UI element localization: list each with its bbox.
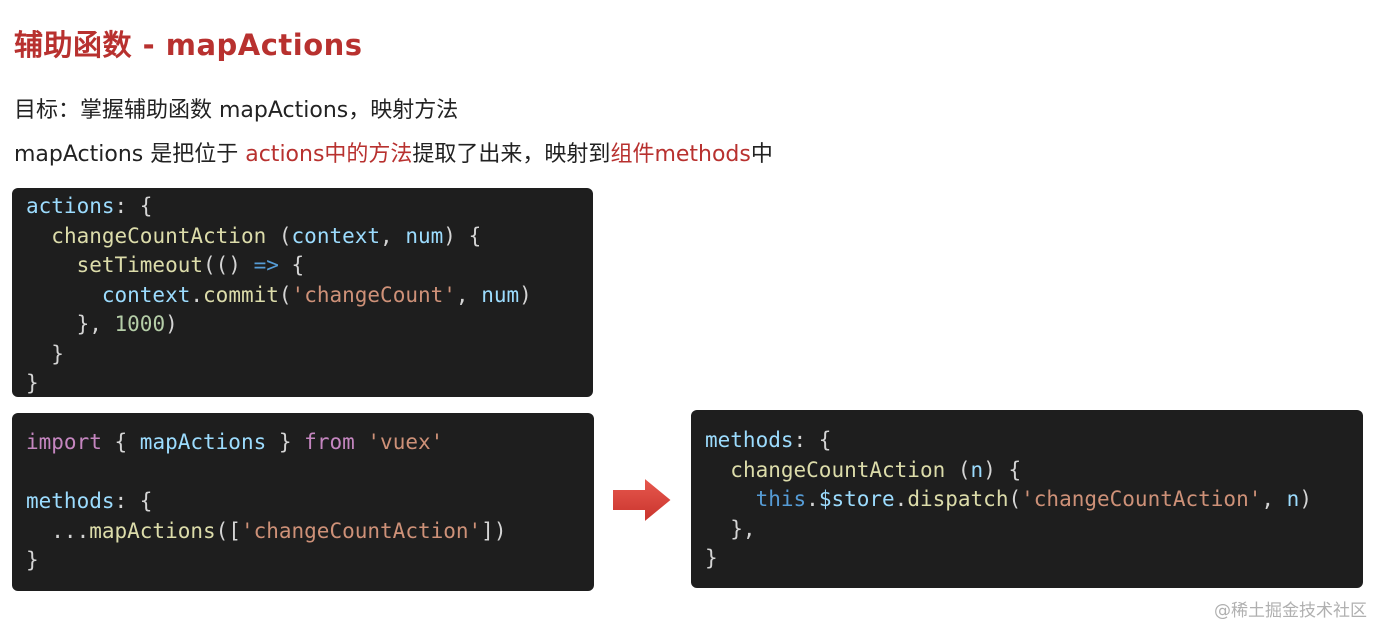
right-arrow-icon [611, 474, 674, 526]
code-token: ) [165, 312, 178, 336]
code-token: commit [203, 282, 279, 307]
code-line: changeCountAction (context, num) { [26, 222, 593, 252]
code-line-empty [26, 458, 594, 488]
code-token: 1000 [114, 312, 166, 336]
code-line: } [26, 341, 64, 366]
code-token [355, 430, 368, 454]
code-token: context [101, 282, 191, 307]
code-token [26, 224, 51, 248]
code-token: context [291, 223, 381, 248]
code-token: actions [26, 194, 115, 218]
code-token: ) { [443, 223, 482, 248]
desc-part-1: mapActions 是把位于 [14, 142, 246, 167]
code-token: ( [945, 457, 971, 482]
code-token: . [894, 487, 908, 511]
code-block-import: import { mapActions } from 'vuex' methods… [12, 413, 594, 591]
code-line: import { mapActions } from 'vuex' [26, 428, 594, 458]
code-token: ) { [983, 457, 1022, 482]
code-line: } [26, 548, 39, 572]
code-token: $store [818, 487, 895, 511]
code-token: (() [203, 253, 254, 277]
code-token: changeCountAction [730, 457, 946, 482]
code-token: this [755, 487, 807, 511]
goal-text: 目标：掌握辅助函数 mapActions，映射方法 [14, 98, 459, 123]
code-token: methods [26, 489, 115, 513]
desc-part-2: 提取了出来，映射到 [412, 142, 611, 167]
code-token: ( [278, 282, 292, 307]
code-token: n [1286, 487, 1300, 511]
code-line: context.commit('changeCount', num) [26, 281, 593, 311]
code-token: mapActions [89, 518, 216, 543]
code-token: from [304, 430, 355, 454]
desc-part-3: 中 [750, 142, 773, 167]
code-token: }, [26, 312, 115, 336]
code-token: 'changeCountAction' [240, 518, 482, 543]
code-token: . [190, 282, 204, 307]
code-line: methods: { [26, 487, 594, 517]
code-token: num [481, 282, 520, 307]
code-token: => [253, 253, 279, 277]
code-token: , [1261, 487, 1287, 511]
code-block-dispatch: methods: { changeCountAction (n) { this.… [691, 410, 1363, 588]
code-token: methods [705, 428, 794, 452]
code-line: }, [705, 516, 756, 541]
code-token: { [278, 253, 305, 277]
code-line: methods: { [705, 426, 1363, 456]
code-line: } [705, 546, 718, 570]
code-token: , [380, 223, 406, 248]
code-token: dispatch [907, 487, 1009, 511]
code-token: setTimeout [76, 253, 204, 277]
code-token: ) [519, 282, 532, 307]
code-token: : { [114, 194, 153, 218]
code-token: 'changeCountAction' [1021, 487, 1262, 511]
code-token: 'changeCount' [291, 282, 456, 307]
code-token: mapActions [139, 430, 267, 454]
code-token: ... [26, 518, 90, 543]
code-token [705, 487, 756, 511]
code-line: changeCountAction (n) { [705, 456, 1363, 486]
code-token: ) [1299, 487, 1312, 511]
description-text: mapActions 是把位于 actions中的方法提取了出来，映射到组件me… [14, 136, 773, 168]
code-token: } [266, 430, 305, 454]
code-token: ([ [215, 518, 241, 543]
code-line: setTimeout(() => { [26, 251, 593, 281]
code-token: { [101, 430, 140, 454]
code-token [26, 283, 102, 307]
code-token: 'vuex' [367, 430, 444, 454]
slide-title: 辅助函数 - mapActions [14, 28, 363, 62]
code-token: : { [793, 428, 832, 452]
watermark: @稀土掘金技术社区 [1214, 601, 1367, 621]
code-token: . [806, 487, 819, 511]
code-token: ( [1008, 487, 1022, 511]
code-token: changeCountAction [51, 223, 267, 248]
code-line: actions: { [26, 192, 593, 222]
code-token: : { [114, 489, 153, 513]
code-line: } [26, 371, 39, 395]
code-line: }, 1000) [26, 310, 593, 340]
code-token: n [970, 457, 984, 482]
code-block-actions: actions: { changeCountAction (context, n… [12, 188, 593, 397]
code-line: this.$store.dispatch('changeCountAction'… [705, 485, 1363, 515]
code-token: num [405, 223, 444, 248]
desc-highlight-actions: actions中的方法 [245, 142, 413, 167]
code-token [705, 458, 730, 482]
desc-highlight-methods: 组件methods [610, 142, 751, 167]
code-token: ( [266, 223, 292, 248]
code-token: import [26, 430, 102, 454]
code-line: ...mapActions(['changeCountAction']) [26, 517, 594, 547]
code-token: , [455, 282, 482, 307]
code-token [26, 253, 77, 277]
code-token: ]) [481, 518, 507, 543]
